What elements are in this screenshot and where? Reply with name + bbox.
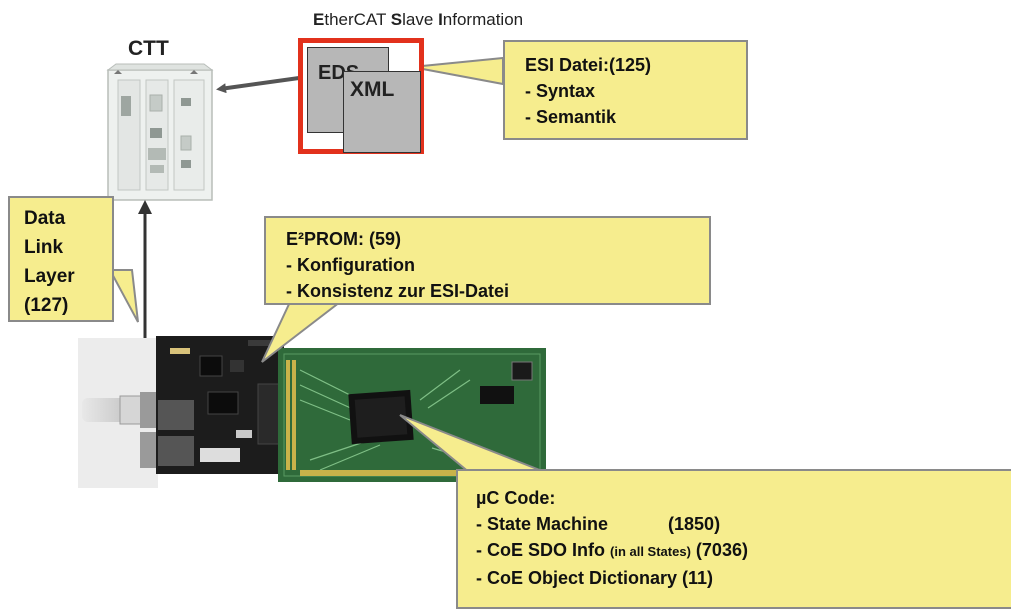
eeprom-callout-line1: E²PROM: (59)	[286, 229, 402, 249]
esi-title-lave: lave	[402, 10, 439, 29]
uc-line3-text: - CoE SDO Info	[476, 540, 610, 560]
uc-line2-text: - State Machine	[476, 514, 609, 534]
ctt-device-icon	[106, 63, 214, 201]
dll-callout-line2: Link	[24, 237, 64, 258]
esi-datei-callout: ESI Datei:(125) - Syntax - Semantik	[503, 40, 748, 140]
xml-document: XML	[343, 71, 421, 153]
esi-document-icon: EDS XML	[298, 38, 424, 154]
uc-callout-line4: - CoE Object Dictionary (11)	[476, 568, 714, 588]
esi-title-i: I	[438, 10, 443, 29]
uc-code-callout: µC Code: - State Machine (1850) - CoE SDO…	[456, 469, 1011, 609]
esi-title-nfo: nformation	[442, 10, 524, 29]
xml-label: XML	[350, 78, 395, 101]
esi-callout-line3: - Semantik	[525, 107, 617, 127]
dll-callout-line4: (127)	[24, 295, 69, 316]
uc-line3-count: (7036)	[690, 540, 748, 560]
esi-to-ctt-arrow	[216, 76, 300, 94]
esi-title-s: S	[390, 10, 403, 29]
uc-line2-count: (1850)	[668, 514, 721, 534]
eeprom-callout-line2: - Konfiguration	[286, 255, 415, 275]
data-link-layer-callout: Data Link Layer (127)	[8, 196, 114, 322]
esi-callout-tail	[411, 56, 504, 86]
ctt-label: CTT	[128, 37, 169, 60]
esi-title-e: E	[313, 10, 325, 29]
eeprom-callout: E²PROM: (59) - Konfiguration - Konsisten…	[264, 216, 711, 305]
dll-callout-line3: Layer	[24, 266, 75, 287]
dll-callout-line1: Data	[24, 208, 66, 229]
esi-title-ther: therCAT	[324, 10, 391, 29]
uc-line3-note: (in all States)	[610, 544, 691, 559]
diagram-graphics	[78, 56, 561, 488]
esi-callout-line1: ESI Datei:(125)	[525, 55, 652, 75]
uc-callout-line1: µC Code:	[476, 488, 556, 508]
esi-title: EtherCAT Slave Information	[313, 10, 523, 30]
eeprom-callout-line3: - Konsistenz zur ESI-Datei	[286, 281, 510, 301]
esi-callout-line2: - Syntax	[525, 81, 596, 101]
dll-callout-tail	[108, 269, 139, 323]
uc-callout-line3: - CoE SDO Info (in all States) (7036)	[476, 537, 1011, 565]
uc-callout-line2: - State Machine (1850)	[476, 511, 1011, 537]
